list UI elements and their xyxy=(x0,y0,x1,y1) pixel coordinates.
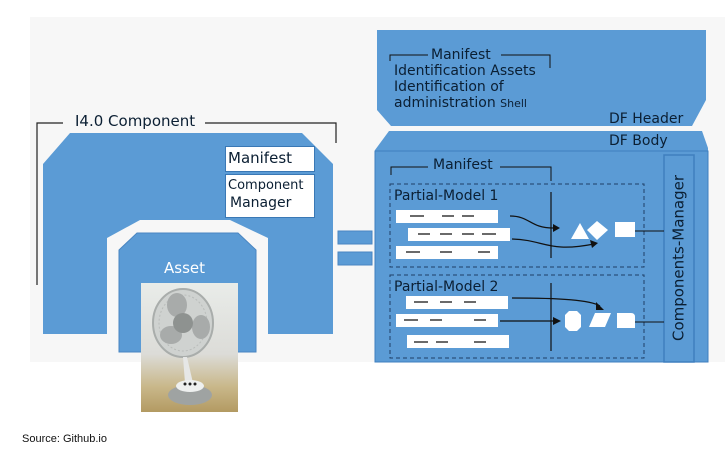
header-line-3-main: administration xyxy=(394,95,496,111)
df-body-label: DF Body xyxy=(609,133,668,149)
pm1-row xyxy=(396,210,498,223)
pm1-row xyxy=(396,246,498,259)
pm1-row xyxy=(408,228,510,241)
pm2-row xyxy=(406,296,508,309)
pm1-arrow-1 xyxy=(509,215,554,229)
partial-model-1-box xyxy=(389,183,645,268)
asset-label: Asset xyxy=(164,259,206,277)
df-header-shape xyxy=(377,30,706,126)
partial-model-1-label: Partial-Model 1 xyxy=(394,188,499,204)
manifest-box: Manifest xyxy=(225,146,315,172)
partial-model-2-label: Partial-Model 2 xyxy=(394,279,499,295)
i40-bracket-right xyxy=(205,122,337,143)
manifest-box-label: Manifest xyxy=(228,149,293,167)
i40-component-label: I4.0 Component xyxy=(72,114,199,129)
triangle-shape xyxy=(571,223,589,239)
pm1-arrow-2 xyxy=(511,238,595,248)
header-line-3-small: Shell xyxy=(500,97,527,110)
components-manager-label: Components-Manager xyxy=(669,174,688,342)
component-manager-line2: Manager xyxy=(230,195,292,211)
component-manager-box: Component Manager xyxy=(225,174,315,218)
header-line-2: Identification of xyxy=(394,79,504,95)
df-header-label: DF Header xyxy=(609,111,684,127)
equals-bar-bottom xyxy=(337,251,373,266)
component-manager-line1: Component xyxy=(228,178,304,193)
header-line-3: administration Shell xyxy=(394,96,527,110)
square-shape xyxy=(615,222,635,237)
desk-fan-image xyxy=(141,283,238,412)
pm2-row xyxy=(407,335,509,348)
diamond-shape xyxy=(587,221,608,240)
header-manifest-label: Manifest xyxy=(431,47,491,63)
fan-illustration xyxy=(152,288,214,405)
body-manifest-label: Manifest xyxy=(433,157,493,173)
pm2-row xyxy=(396,314,498,327)
equals-bar-top xyxy=(337,230,373,245)
header-line-1: Identification Assets xyxy=(394,63,536,79)
source-caption: Source: Github.io xyxy=(22,433,107,445)
i40-bracket xyxy=(36,122,63,285)
parallelogram-shape xyxy=(589,313,611,327)
partial-model-2-box xyxy=(389,274,645,359)
rounded-square-shape xyxy=(617,313,635,328)
components-manager-column xyxy=(663,154,695,363)
octagon-shape xyxy=(565,311,581,331)
